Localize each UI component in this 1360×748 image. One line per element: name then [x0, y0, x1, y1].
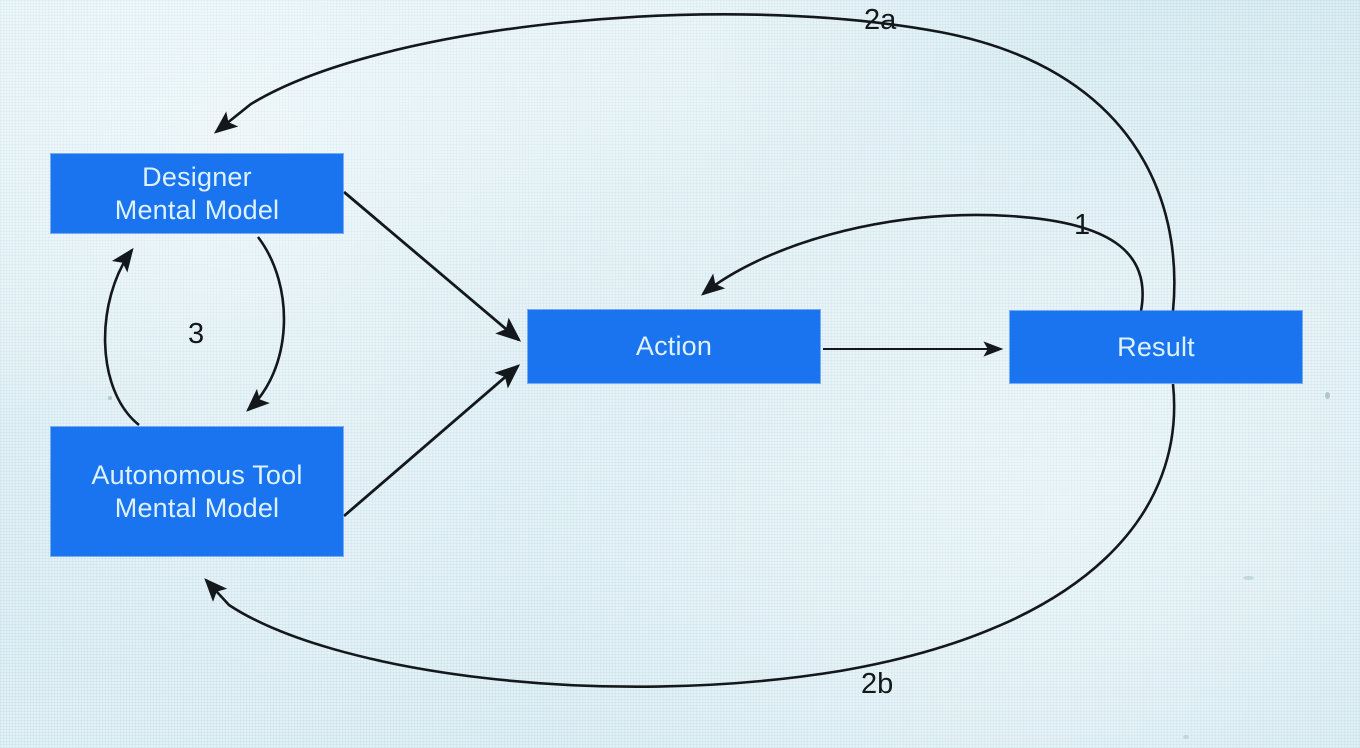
- edge-autonomous-to-designer: [103, 247, 140, 427]
- node-result[interactable]: Result: [1010, 311, 1302, 383]
- edge-result-to-action: [700, 213, 1144, 312]
- edge-label-1: 1: [1074, 209, 1091, 241]
- edge-label-3: 3: [188, 318, 205, 350]
- scan-speck: [1325, 392, 1330, 399]
- node-autonomous-line-1: Autonomous Tool: [91, 460, 303, 491]
- edge-designer-to-action: [343, 190, 522, 342]
- node-autonomous-line-2: Mental Model: [114, 492, 280, 523]
- edge-result-to-autonomous: [204, 383, 1176, 688]
- scan-speck: [1183, 735, 1189, 739]
- edge-label-2a: 2a: [864, 4, 897, 36]
- node-action[interactable]: Action: [528, 310, 820, 383]
- node-action-label: Action: [635, 331, 713, 362]
- scan-speck: [108, 396, 112, 400]
- node-designer-mental-model[interactable]: Designer Mental Model: [51, 154, 343, 233]
- edge-result-to-designer: [213, 13, 1176, 312]
- node-designer-line-2: Mental Model: [114, 194, 280, 225]
- edge-label-2b: 2b: [861, 668, 894, 700]
- scan-speck: [1243, 576, 1254, 580]
- node-autonomous-tool-mental-model[interactable]: Autonomous Tool Mental Model: [51, 427, 343, 556]
- edge-autonomous-to-action: [343, 364, 521, 518]
- node-designer-line-1: Designer: [142, 162, 252, 193]
- edge-designer-to-autonomous: [246, 236, 286, 412]
- node-result-label: Result: [1117, 331, 1195, 362]
